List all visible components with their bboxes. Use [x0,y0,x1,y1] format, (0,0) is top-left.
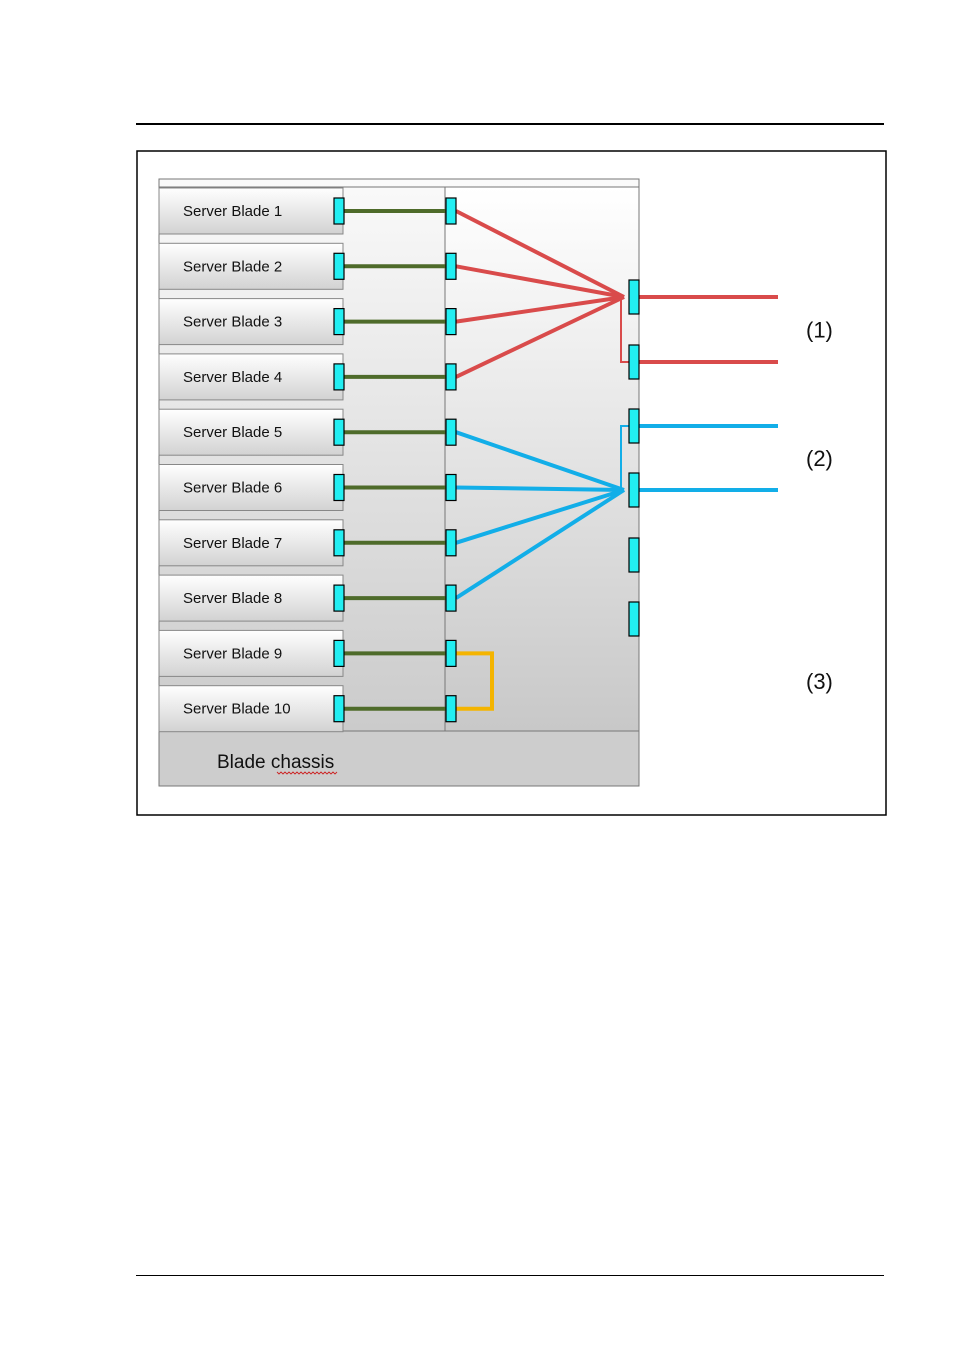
blade-port [334,585,344,611]
switch-downlink-port [446,530,456,556]
switch-downlink-port [446,640,456,666]
server-blade-label: Server Blade 4 [183,369,282,386]
blade-port [334,309,344,335]
switch-uplink-port [629,473,639,507]
blade-port [334,419,344,445]
blade-port [334,253,344,279]
switch-uplink-port [629,409,639,443]
server-blade-label: Server Blade 7 [183,535,282,552]
group-fan-link [456,488,624,491]
switch-uplink-port [629,345,639,379]
switch-uplink-port [629,280,639,314]
server-blade-label: Server Blade 2 [183,258,282,275]
switch-uplink-port [629,538,639,572]
switch-downlink-port [446,253,456,279]
blade-port [334,475,344,501]
switch-downlink-port [446,475,456,501]
server-blade-label: Server Blade 10 [183,701,291,718]
switch-downlink-port [446,198,456,224]
switch-downlink-port [446,309,456,335]
switch-downlink-port [446,585,456,611]
server-blade-label: Server Blade 1 [183,203,282,220]
server-blade-label: Server Blade 8 [183,590,282,607]
group-label: (1) [806,318,833,343]
server-blade-label: Server Blade 5 [183,424,282,441]
switch-downlink-port [446,364,456,390]
blade-port [334,530,344,556]
switch-downlink-port [446,419,456,445]
server-blade-label: Server Blade 3 [183,314,282,331]
switch-downlink-port [446,696,456,722]
chassis-label: Blade chassis [217,752,334,773]
server-blade-label: Server Blade 9 [183,645,282,662]
server-blade-label: Server Blade 6 [183,480,282,497]
blade-port [334,640,344,666]
blade-port [334,364,344,390]
blade-port [334,696,344,722]
switch-uplink-port [629,602,639,636]
group-label: (2) [806,446,833,471]
blade-port [334,198,344,224]
group-label: (3) [806,669,833,694]
